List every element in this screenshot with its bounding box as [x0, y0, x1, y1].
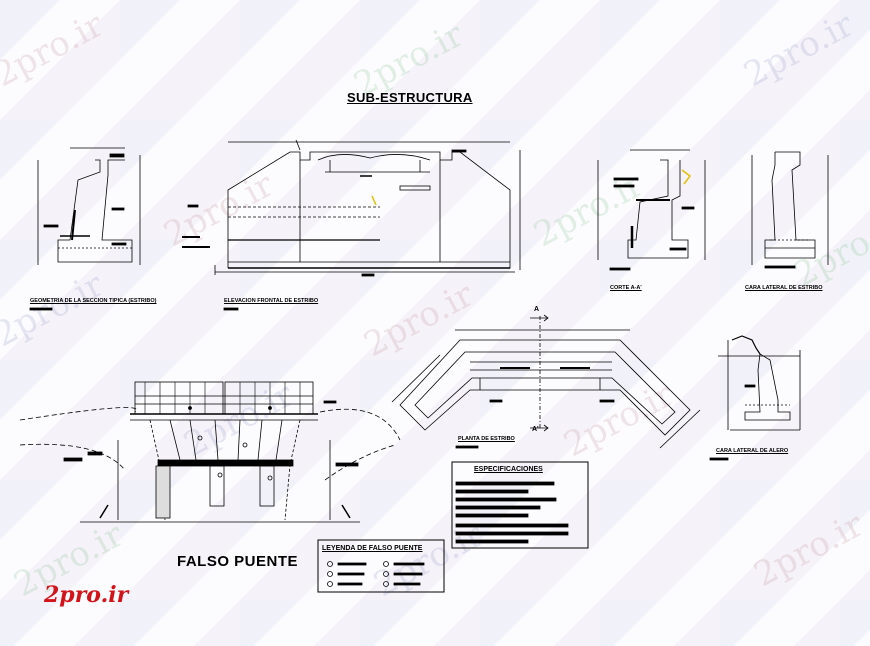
- section-marker-a: A: [534, 306, 540, 313]
- leyenda-title: LEYENDA DE FALSO PUENTE: [322, 545, 423, 552]
- corte-drawing: [597, 149, 706, 271]
- cara-lateral-estribo-drawing: [751, 151, 829, 269]
- falso-puente-drawing: [19, 381, 401, 523]
- section-typical-drawing: [37, 147, 141, 265]
- especificaciones-box: [451, 461, 589, 549]
- page-title: SUB-ESTRUCTURA: [347, 90, 473, 105]
- especificaciones-title: ESPECIFICACIONES: [474, 466, 543, 473]
- planta-drawing: [391, 314, 701, 449]
- label-elevacion: ELEVACION FRONTAL DE ESTRIBO: [224, 298, 319, 304]
- logo: 2pro.ir: [44, 582, 129, 608]
- cara-lateral-aleta-drawing: [718, 335, 801, 431]
- label-corte: CORTE A-A': [610, 285, 642, 291]
- label-cara-lateral-estribo: CARA LATERAL DE ESTRIBO: [745, 285, 823, 291]
- section-marker-a2: A': [532, 426, 539, 433]
- leyenda-box: [317, 539, 445, 593]
- label-planta: PLANTA DE ESTRIBO: [458, 436, 515, 442]
- label-cara-lateral-aleta: CARA LATERAL DE ALERO: [716, 448, 789, 454]
- front-elevation-drawing: [182, 139, 521, 277]
- label-geometria: GEOMETRIA DE LA SECCION TIPICA (ESTRIBO): [30, 298, 157, 304]
- falso-puente-title: FALSO PUENTE: [177, 553, 299, 570]
